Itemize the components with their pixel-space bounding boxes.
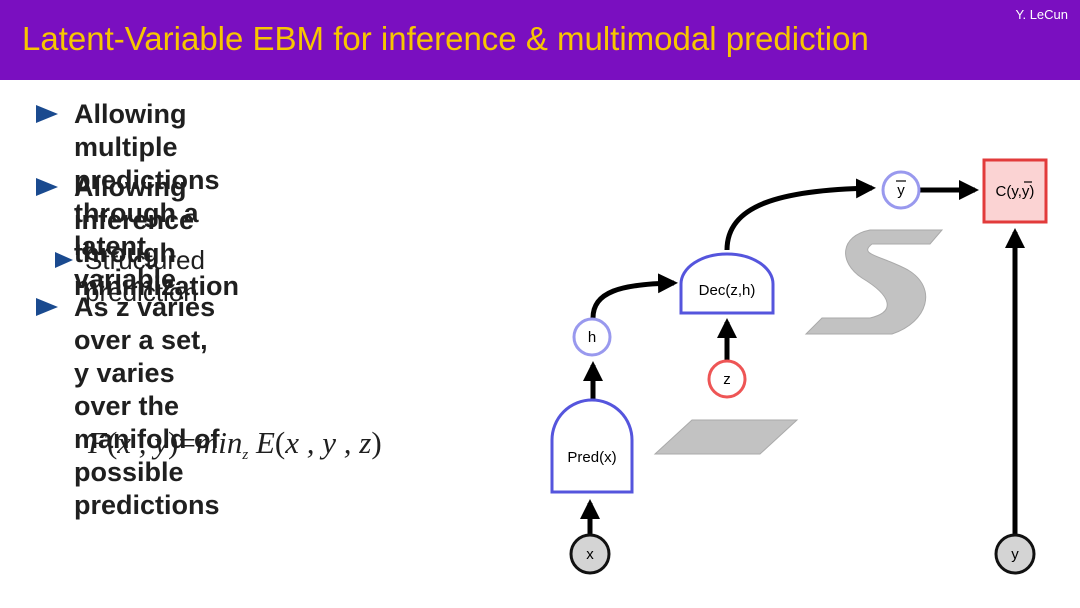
title-bar: Latent-Variable EBM for inference & mult…: [0, 0, 1080, 80]
bullet-item: As z varies over a set, y varies over th…: [36, 291, 220, 522]
pred-module: [550, 398, 634, 494]
z-latent-node: [707, 359, 747, 399]
sub-bullet-item: Structured prediction: [55, 244, 205, 308]
edge-dec-to-ybar: [724, 178, 876, 251]
bullet-line: over the manifold of possible: [74, 391, 220, 487]
y-observed-label: y: [1011, 546, 1019, 563]
s-curve-manifold-shape: [804, 229, 944, 335]
bullet-line: Structured prediction: [85, 245, 205, 307]
bullet-arrow-icon: [36, 298, 58, 316]
bullet-line: Allowing multiple predictions: [74, 99, 220, 195]
bullet-arrow-icon: [36, 105, 58, 123]
y-observed-node: [994, 533, 1036, 575]
author-label: Y. LeCun: [1015, 7, 1068, 22]
bullet-item: Allowing multiple predictions through a …: [36, 98, 220, 296]
bullet-arrow-icon: [36, 178, 58, 196]
ybar-prediction-node: [881, 170, 921, 210]
bullet-line: through a latent variable: [74, 198, 199, 294]
bullet-line: Allowing inference through: [74, 172, 195, 268]
h-variable-label: h: [588, 329, 596, 346]
x-observed-node: [569, 533, 611, 575]
ybar-prediction-label: y: [897, 182, 905, 199]
slide-title: Latent-Variable EBM for inference & mult…: [22, 20, 869, 57]
bullet-line: predictions: [74, 490, 220, 520]
h-variable-node: [572, 317, 612, 357]
dec-module-label: Dec(z,h): [699, 282, 756, 299]
energy-formula: F(x , y)=minz E(x , y , z): [88, 425, 382, 463]
edge-h-to-dec: [590, 273, 678, 319]
cost-module: [982, 158, 1048, 224]
bullet-arrow-icon: [55, 252, 73, 268]
cost-module-label: C(y,y): [996, 183, 1035, 200]
bullet-item: Allowing inference through minimization: [36, 171, 239, 303]
parallelogram-manifold-shape: [653, 419, 799, 455]
bullet-line: minimization: [74, 271, 240, 301]
pred-module-label: Pred(x): [567, 449, 616, 466]
z-latent-label: z: [723, 371, 731, 388]
dec-module: [679, 252, 775, 315]
x-observed-label: x: [586, 546, 594, 563]
bullet-line: As z varies over a set, y varies: [74, 292, 216, 388]
